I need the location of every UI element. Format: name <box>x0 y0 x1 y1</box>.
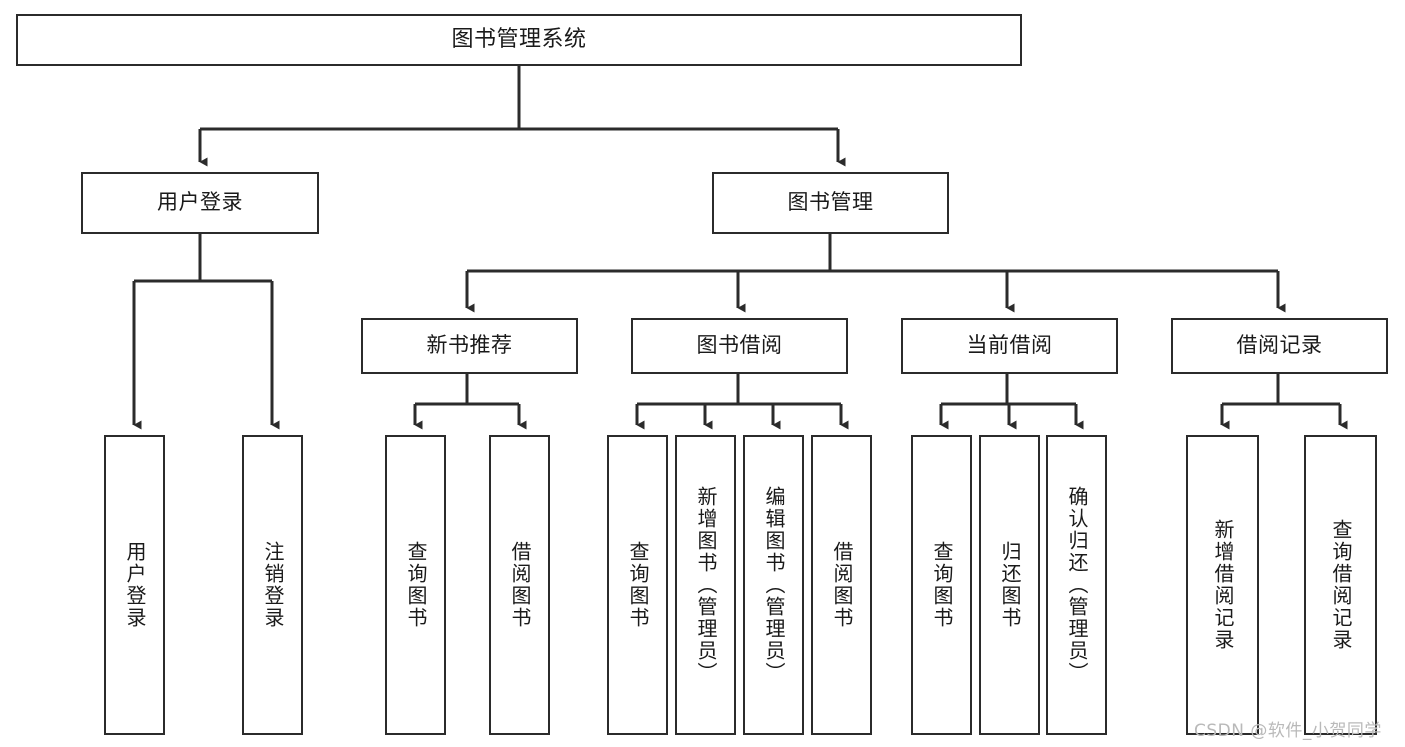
leaf-user-login[interactable]: 用户登录 <box>104 435 165 735</box>
leaf-query-book-current[interactable]: 查询图书 <box>911 435 972 735</box>
node-user-login[interactable]: 用户登录 <box>81 172 319 234</box>
node-book-management[interactable]: 图书管理 <box>712 172 949 234</box>
leaf-add-book-admin[interactable]: 新增图书（管理员） <box>675 435 736 735</box>
leaf-query-borrow-record[interactable]: 查询借阅记录 <box>1304 435 1377 735</box>
node-new-book-recommend[interactable]: 新书推荐 <box>361 318 578 374</box>
leaf-return-book[interactable]: 归还图书 <box>979 435 1040 735</box>
leaf-query-book-new-recommend[interactable]: 查询图书 <box>385 435 446 735</box>
node-borrow-record[interactable]: 借阅记录 <box>1171 318 1388 374</box>
node-root-book-management-system[interactable]: 图书管理系统 <box>16 14 1022 66</box>
leaf-borrow-book-new-recommend[interactable]: 借阅图书 <box>489 435 550 735</box>
leaf-confirm-return-admin[interactable]: 确认归还（管理员） <box>1046 435 1107 735</box>
leaf-borrow-book[interactable]: 借阅图书 <box>811 435 872 735</box>
leaf-edit-book-admin[interactable]: 编辑图书（管理员） <box>743 435 804 735</box>
node-current-borrow[interactable]: 当前借阅 <box>901 318 1118 374</box>
leaf-query-book-borrow[interactable]: 查询图书 <box>607 435 668 735</box>
leaf-logout-login[interactable]: 注销登录 <box>242 435 303 735</box>
node-book-borrow[interactable]: 图书借阅 <box>631 318 848 374</box>
csdn-watermark: CSDN @软件_小贺同学 <box>1194 721 1382 741</box>
leaf-add-borrow-record[interactable]: 新增借阅记录 <box>1186 435 1259 735</box>
